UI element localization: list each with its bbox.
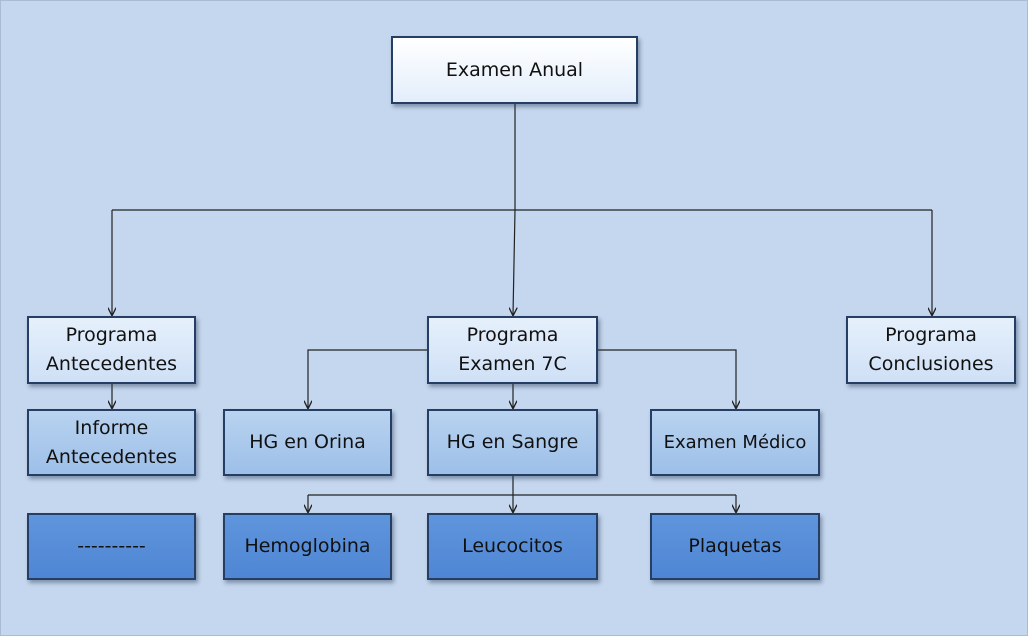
node-informe-antecedentes: Informe Antecedentes <box>27 409 196 476</box>
node-hg-en-orina: HG en Orina <box>223 409 392 476</box>
node-hemoglobina: Hemoglobina <box>223 513 392 580</box>
node-examen-medico: Examen Médico <box>650 409 820 476</box>
node-programa-antecedentes: Programa Antecedentes <box>27 316 196 384</box>
connector-to-examen7c <box>513 209 515 315</box>
node-programa-examen-7c: Programa Examen 7C <box>427 316 598 384</box>
connector-7c-right <box>598 349 736 408</box>
node-programa-conclusiones: Programa Conclusiones <box>846 316 1016 384</box>
node-plaquetas: Plaquetas <box>650 513 820 580</box>
connector-7c-left <box>308 349 427 408</box>
node-examen-anual: Examen Anual <box>391 36 638 104</box>
node-leucocitos: Leucocitos <box>427 513 598 580</box>
node-placeholder: ---------- <box>27 513 196 580</box>
node-hg-en-sangre: HG en Sangre <box>427 409 598 476</box>
